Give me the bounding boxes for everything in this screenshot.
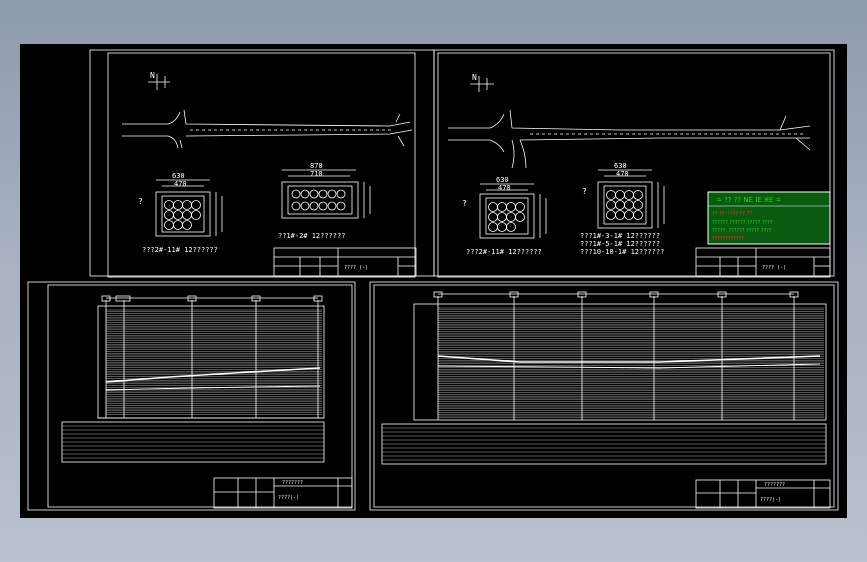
ground-line-br bbox=[437, 355, 821, 363]
north-arrow-tr bbox=[470, 76, 494, 92]
road-plan-top-left bbox=[122, 109, 413, 149]
duct-section-1-tr bbox=[479, 183, 547, 239]
bl-title-block-title: ??????? bbox=[282, 480, 303, 486]
title-block-tl bbox=[273, 247, 417, 277]
profile-hatch-br bbox=[438, 307, 824, 418]
tl-title-name: ???? (-) bbox=[344, 265, 368, 271]
tr-s2-caption-2: ???1#-5-1# 12?????? bbox=[580, 240, 660, 248]
profile-table-br bbox=[382, 427, 826, 461]
sheet-bottom-left-frame bbox=[27, 281, 356, 511]
duct-section-1-tl bbox=[155, 179, 223, 237]
north-label-tr: N bbox=[472, 73, 477, 82]
tr-s2-caption-1: ???1#-3-1# 12?????? bbox=[580, 232, 660, 240]
legend-row-3: ?????: ?????? ????? ???? bbox=[712, 228, 772, 234]
sheet-bottom-right-frame bbox=[369, 281, 839, 511]
tl-s2-width-top: 870 bbox=[310, 162, 323, 170]
cad-drawing: N N 630 470 ? ???2#-11# 12?????? 870 710… bbox=[27, 49, 839, 511]
legend-row-2: ?????? ?????? ????? ???? bbox=[712, 220, 773, 226]
sheet-bottom-right-inner bbox=[373, 284, 835, 508]
duct-line-bl bbox=[105, 385, 321, 391]
tl-s1-caption: ???2#-11# 12?????? bbox=[142, 246, 218, 254]
legend-row-1: ?? ??: ???? ?? ?? bbox=[712, 211, 752, 217]
tr-s1-left-mark: ? bbox=[462, 199, 467, 208]
tr-title-name: ???? (-) bbox=[762, 265, 786, 271]
title-block-tr bbox=[695, 247, 831, 277]
legend-box bbox=[707, 191, 831, 245]
legend-row-4: ???????????? bbox=[712, 236, 744, 242]
br-title-block-name: ????(-) bbox=[760, 497, 781, 503]
duct-line-br bbox=[437, 363, 821, 369]
tl-s1-width-top: 630 bbox=[172, 172, 185, 180]
tr-s2-caption-3: ???10-10-1# 12?????? bbox=[580, 248, 664, 256]
sheet-top-left-inner bbox=[107, 52, 416, 278]
tr-s2-left-mark: ? bbox=[582, 187, 587, 196]
sheet-top-right-frame bbox=[433, 49, 835, 277]
ground-line-bl bbox=[105, 367, 321, 383]
cad-drawing-canvas[interactable]: N N 630 470 ? ???2#-11# 12?????? 870 710… bbox=[20, 44, 847, 518]
tl-s1-width-mid: 470 bbox=[174, 180, 187, 188]
tr-s1-width-top: 630 bbox=[496, 176, 509, 184]
north-arrow-tl bbox=[148, 74, 170, 90]
tr-s1-width-mid: 470 bbox=[498, 184, 511, 192]
bl-title-block-name: ????(-) bbox=[278, 495, 299, 501]
tl-s2-width-mid: 710 bbox=[310, 170, 323, 178]
tl-s1-left-mark: ? bbox=[138, 197, 143, 206]
legend-title: = ?? ?? NE IE X̴E = bbox=[716, 196, 781, 204]
sheet-bottom-left-inner bbox=[47, 284, 353, 508]
sheet-top-right-inner bbox=[437, 52, 831, 278]
profile-grid-br bbox=[381, 291, 831, 509]
tr-s2-width-top: 630 bbox=[614, 162, 627, 170]
tl-s2-caption: ??1#-2# 12?????? bbox=[278, 232, 345, 240]
road-plan-top-right bbox=[448, 109, 811, 169]
duct-section-2-tr bbox=[597, 169, 665, 229]
north-label-tl: N bbox=[150, 71, 155, 80]
br-title-block-title: ??????? bbox=[764, 482, 785, 488]
profile-hatch-bl bbox=[106, 309, 322, 415]
sheet-top-left-frame bbox=[89, 49, 435, 277]
duct-section-2-tl bbox=[281, 169, 371, 219]
profile-grid-bl bbox=[61, 295, 353, 509]
tr-s1-caption: ???2#-11# 12?????? bbox=[466, 248, 542, 256]
tr-s2-width-mid: 470 bbox=[616, 170, 629, 178]
profile-table-bl bbox=[62, 425, 324, 459]
